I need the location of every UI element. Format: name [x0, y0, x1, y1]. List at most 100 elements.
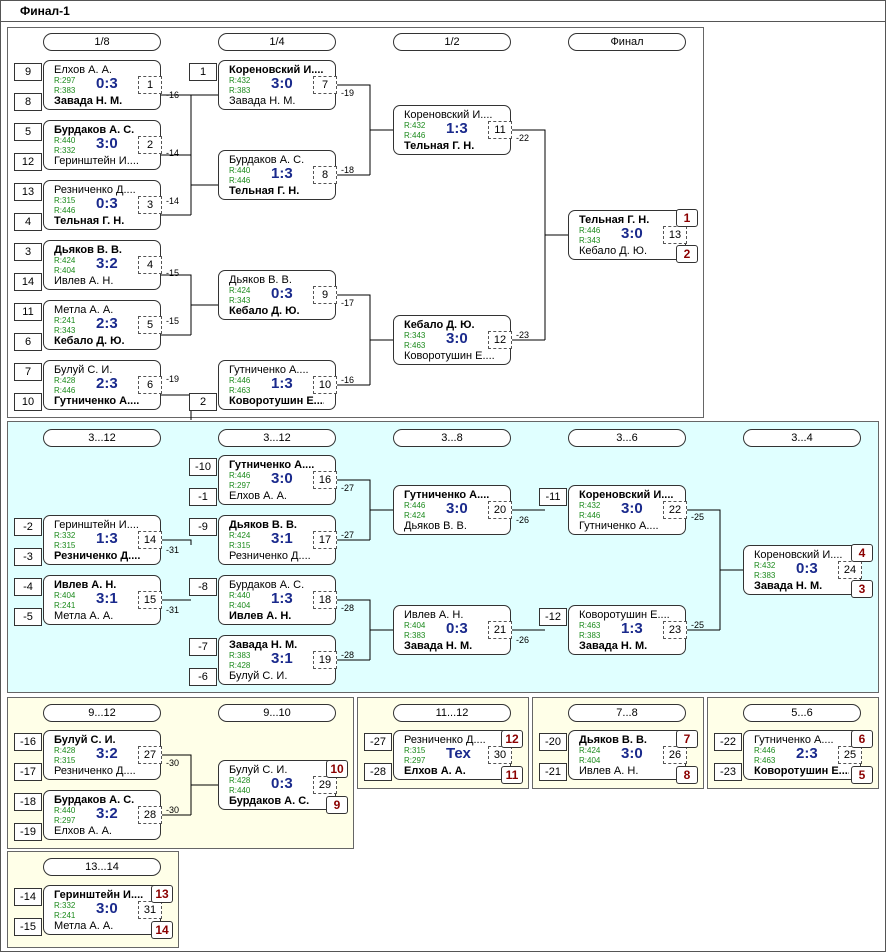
player-top-rating: R:432 [754, 561, 776, 570]
seed-box: -17 [14, 763, 42, 781]
player-top-name: Тельная Г. Н. [579, 214, 650, 226]
seed-box: 13 [14, 183, 42, 201]
round-label: 5...6 [743, 704, 861, 722]
player-top-rating: R:241 [54, 316, 76, 325]
match-score: 3:0 [446, 330, 468, 347]
player-top-rating: R:315 [54, 196, 76, 205]
player-bottom-rating: R:343 [54, 326, 76, 335]
seed-box: -20 [539, 733, 567, 751]
place-badge: 5 [851, 766, 873, 784]
match-number: 29 [313, 776, 337, 794]
player-top-rating: R:446 [404, 501, 426, 510]
match-score: 1:3 [271, 590, 293, 607]
next-match-label: -22 [516, 133, 530, 143]
seed-box: 1 [189, 63, 217, 81]
match-score: 3:1 [96, 590, 118, 607]
match-number: 16 [313, 471, 337, 489]
player-bottom-rating: R:297 [229, 481, 251, 490]
player-bottom-name: Кебало Д. Ю. [229, 305, 300, 317]
player-bottom-name: Метла А. А. [54, 920, 114, 932]
player-top-rating: R:432 [229, 76, 251, 85]
player-top-rating: R:424 [229, 286, 251, 295]
next-match-label: -28 [341, 603, 355, 613]
place-badge: 12 [501, 730, 523, 748]
player-bottom-rating: R:404 [54, 266, 76, 275]
place-badge: 7 [676, 730, 698, 748]
player-top-name: Гутниченко А.... [404, 489, 490, 501]
tab-title[interactable]: Финал-1 [20, 4, 70, 18]
player-top-rating: R:463 [579, 621, 601, 630]
player-bottom-rating: R:383 [754, 571, 776, 580]
seed-box: -1 [189, 488, 217, 506]
connector-line [161, 94, 218, 156]
player-bottom-name: Завада Н. М. [404, 640, 473, 652]
seed-box: -19 [14, 823, 42, 841]
player-bottom-rating: R:241 [54, 601, 76, 610]
player-top-rating: R:424 [54, 256, 76, 265]
player-top-name: Бурдаков А. С. [54, 794, 135, 806]
player-bottom-rating: R:463 [754, 756, 776, 765]
match-number: 31 [138, 901, 162, 919]
player-top-name: Бурдаков А. С. [229, 579, 305, 591]
match-number: 19 [313, 651, 337, 669]
match-score: 3:0 [96, 900, 118, 917]
player-bottom-rating: R:463 [404, 341, 426, 350]
match-number: 22 [663, 501, 687, 519]
match-number: 3 [138, 196, 162, 214]
match-score: 2:3 [96, 375, 118, 392]
player-bottom-rating: R:315 [54, 541, 76, 550]
player-top-rating: R:424 [229, 531, 251, 540]
connector-line [161, 154, 218, 216]
connector-line [161, 539, 192, 545]
player-bottom-rating: R:343 [579, 236, 601, 245]
next-match-label: -16 [166, 90, 180, 100]
player-top-name: Кебало Д. Ю. [404, 319, 475, 331]
player-top-name: Елхов А. А. [54, 64, 112, 76]
player-top-rating: R:428 [54, 376, 76, 385]
match-score: 0:3 [796, 560, 818, 577]
match-score: 1:3 [621, 620, 643, 637]
match-number: 14 [138, 531, 162, 549]
player-bottom-name: Коворотушин Е.... [229, 395, 324, 407]
seed-box: -23 [714, 763, 742, 781]
next-match-label: -28 [341, 650, 355, 660]
match-score: 0:3 [96, 75, 118, 92]
player-top-rating: R:383 [229, 651, 251, 660]
match-score: 3:0 [621, 500, 643, 517]
player-bottom-name: Дьяков В. В. [404, 520, 467, 532]
next-match-label: -15 [166, 316, 180, 326]
player-bottom-rating: R:383 [54, 86, 76, 95]
player-bottom-name: Кебало Д. Ю. [579, 245, 648, 257]
